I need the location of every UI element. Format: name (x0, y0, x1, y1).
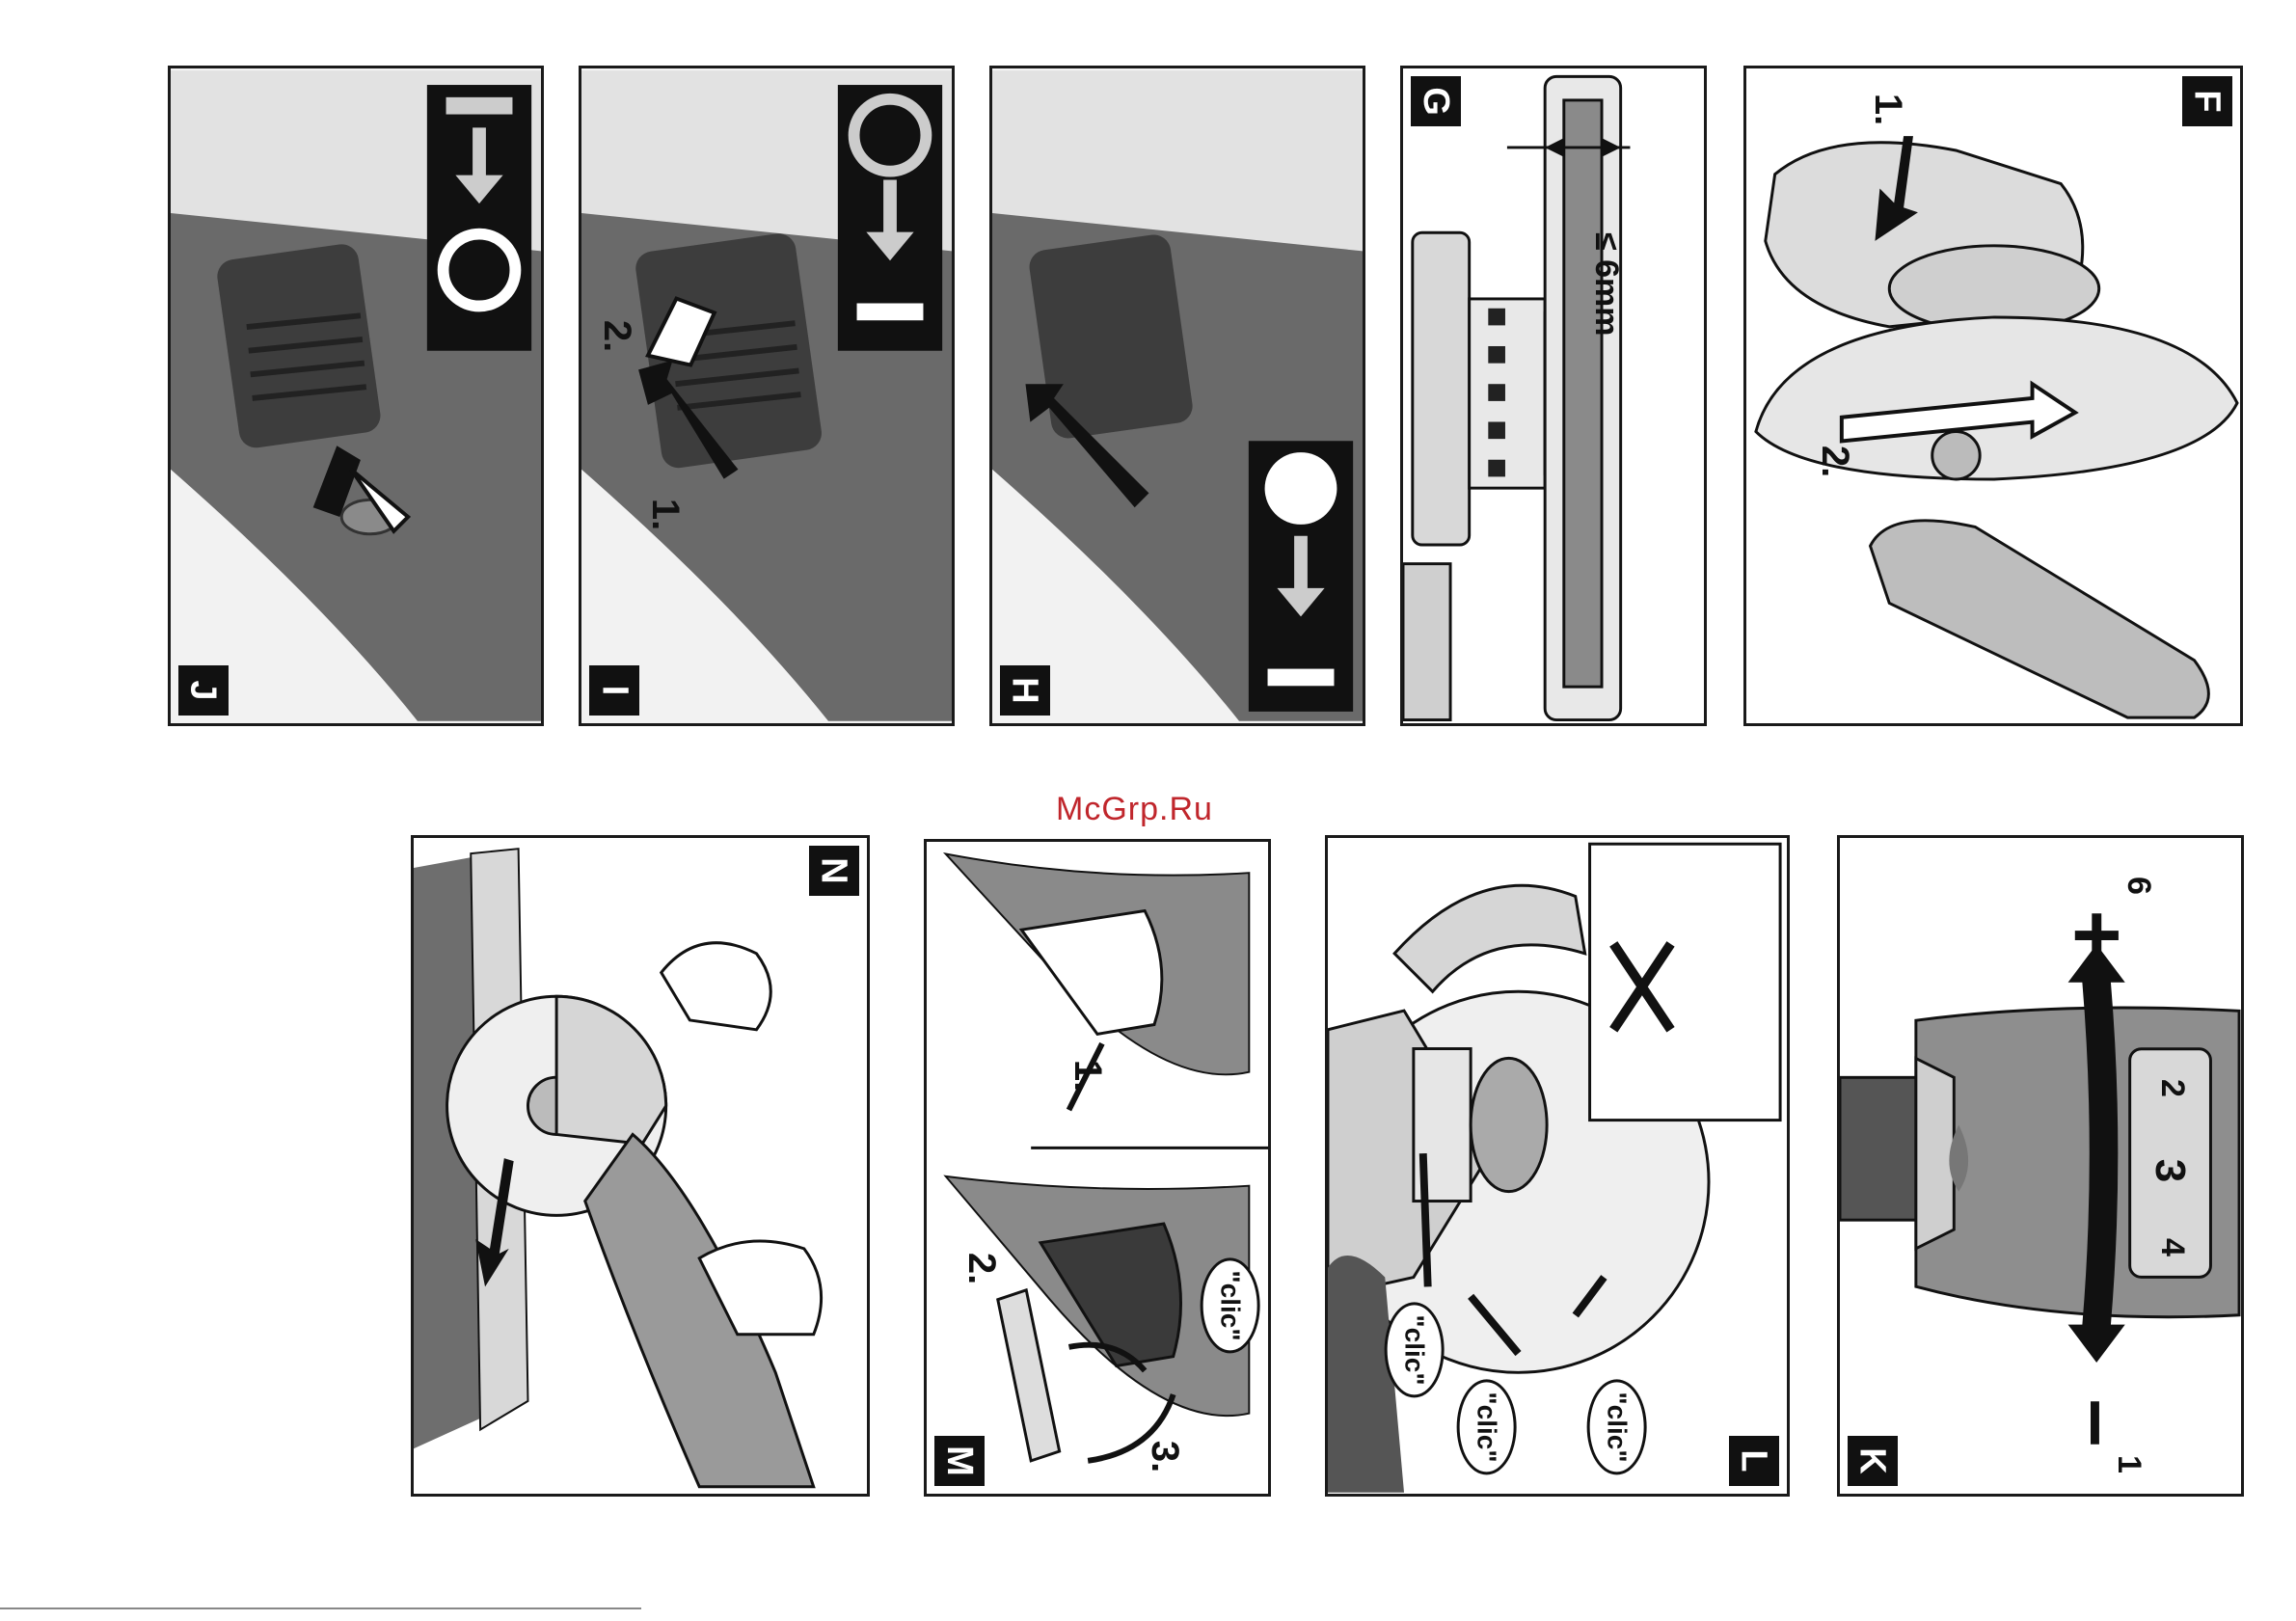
panel-label-l: L (1729, 1436, 1779, 1486)
disc-wear-illustration (1403, 68, 1704, 723)
watermark: McGrp.Ru (1056, 791, 1213, 828)
panel-f: 1. 2. F (1743, 66, 2243, 726)
dial-max-value: 6 (2120, 877, 2157, 895)
panel-label-j: J (178, 665, 229, 716)
dial-minus: – (2051, 1398, 2150, 1446)
panel-m: 1. 2. 3. "clic" M (924, 839, 1271, 1497)
panel-label-k: K (1848, 1436, 1898, 1486)
footer-rule (0, 1607, 641, 1609)
inset-illustration (1590, 844, 1781, 1120)
panel-label-m: M (934, 1436, 985, 1486)
panel-label-g: G (1411, 76, 1461, 126)
cutting-stone-illustration (414, 838, 867, 1494)
step-2-label: 2. (1813, 446, 1856, 477)
step-3-label: 3. (1143, 1441, 1186, 1472)
step-2-label: 2. (595, 320, 638, 352)
panel-k: + – 6 1 2 3 4 K (1837, 835, 2244, 1497)
panel-label-f: F (2182, 76, 2232, 126)
panel-h: H (989, 66, 1365, 726)
clic-callout: "clic" (1201, 1257, 1260, 1353)
clic-callout-2: "clic" (1457, 1379, 1517, 1474)
clic-callout-3: "clic" (1587, 1379, 1647, 1474)
step-2-label: 2. (959, 1253, 1003, 1284)
panel-g: ≤ 6mm G (1400, 66, 1707, 726)
dial-number-3: 3 (2146, 1159, 2194, 1182)
panel-i: 1. 2. I (579, 66, 955, 726)
switch-lock-illustration (581, 68, 952, 723)
dust-filter-illustration (927, 842, 1268, 1494)
quick-clamp-illustration (1328, 838, 1787, 1494)
panel-l: "clic" "clic" "clic" L (1325, 835, 1790, 1497)
dial-number-2: 2 (2153, 1079, 2191, 1097)
dial-min-value: 1 (2110, 1455, 2147, 1473)
panel-label-n: N (809, 846, 859, 896)
max-thickness-label: ≤ 6mm (1587, 232, 1625, 336)
step-1-label: 1. (1066, 1060, 1109, 1092)
switch-on-illustration (992, 68, 1363, 723)
panel-n: N (411, 835, 870, 1497)
clic-callout-1: "clic" (1385, 1302, 1445, 1397)
dial-number-4: 4 (2153, 1238, 2191, 1256)
panel-label-h: H (1000, 665, 1050, 716)
step-1-label: 1. (1866, 94, 1909, 125)
step-1-label: 1. (643, 499, 687, 530)
dial-plus: + (2071, 886, 2122, 986)
switch-off-illustration (171, 68, 541, 723)
panel-label-i: I (589, 665, 639, 716)
panel-j: J (168, 66, 544, 726)
guard-mount-illustration (1746, 68, 2240, 723)
